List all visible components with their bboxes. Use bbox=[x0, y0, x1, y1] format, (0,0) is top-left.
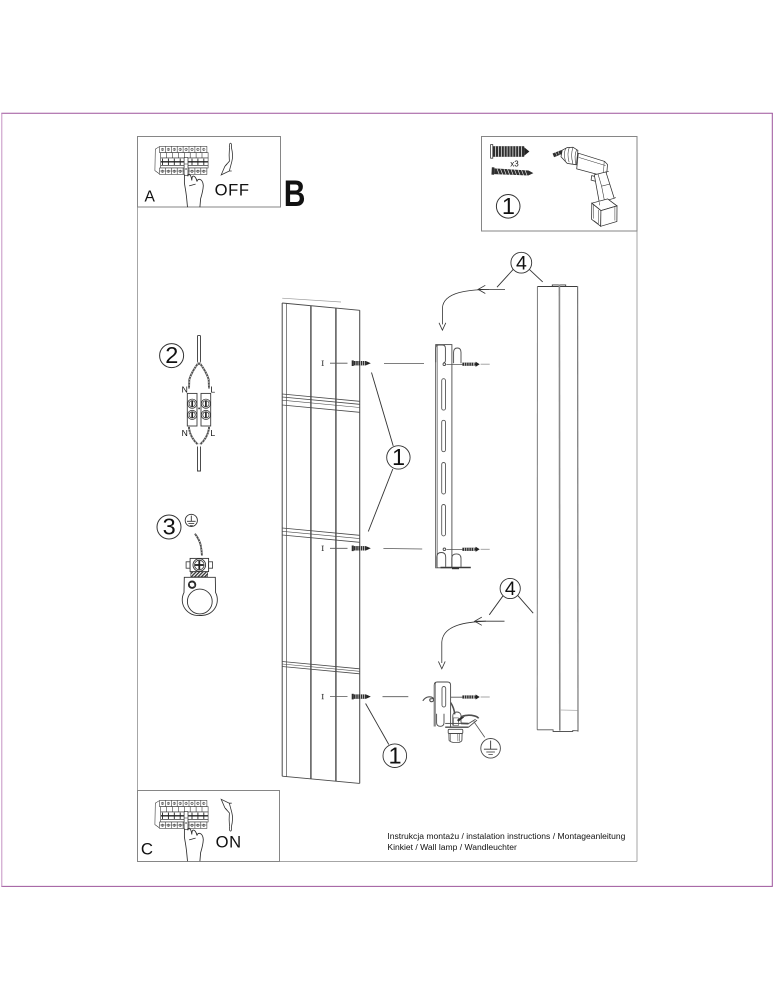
svg-text:N: N bbox=[182, 428, 188, 438]
svg-text:Kinkiet / Wall lamp / Wandleuc: Kinkiet / Wall lamp / Wandleuchter bbox=[387, 842, 517, 852]
svg-text:1: 1 bbox=[502, 193, 515, 219]
svg-text:ON: ON bbox=[216, 832, 242, 851]
svg-text:4: 4 bbox=[505, 578, 516, 600]
svg-text:Instrukcja montażu / instalati: Instrukcja montażu / instalation instruc… bbox=[387, 831, 625, 841]
svg-text:N: N bbox=[182, 384, 188, 394]
svg-text:2: 2 bbox=[165, 342, 178, 368]
svg-text:B: B bbox=[284, 172, 306, 214]
svg-text:C: C bbox=[141, 839, 153, 858]
svg-text:A: A bbox=[145, 188, 156, 205]
svg-text:L: L bbox=[210, 428, 215, 438]
svg-text:3: 3 bbox=[163, 514, 176, 540]
svg-text:1: 1 bbox=[388, 742, 401, 768]
svg-text:OFF: OFF bbox=[215, 180, 250, 199]
svg-text:4: 4 bbox=[516, 252, 527, 274]
svg-text:1: 1 bbox=[392, 444, 405, 470]
svg-text:L: L bbox=[210, 384, 215, 394]
svg-text:x3: x3 bbox=[510, 160, 519, 169]
